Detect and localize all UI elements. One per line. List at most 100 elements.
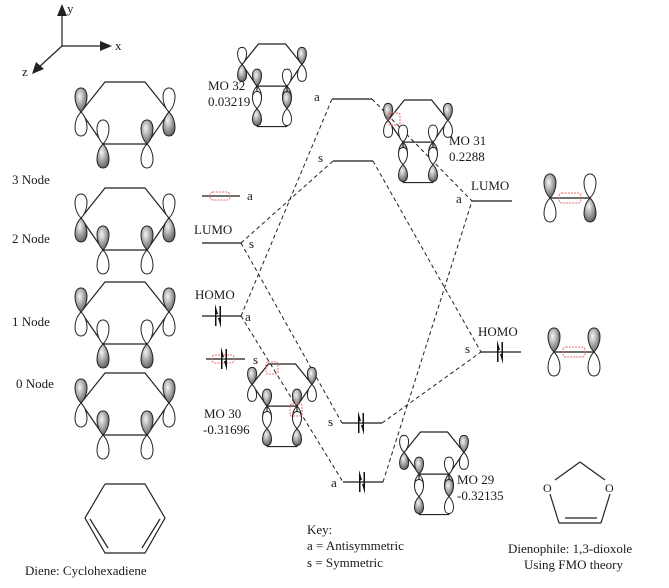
squiggle-marker [289,403,303,417]
p-orbital-icon [162,378,176,428]
dienophile-pi-orbital [547,327,601,377]
p-orbital-icon [262,411,272,447]
p-orbital-icon [247,366,258,402]
p-orbital-icon [74,378,88,428]
complex-level-symmetry: s [318,150,323,165]
p-orbital-icon [296,46,307,82]
p-orbital-icon [458,434,469,470]
z-arrow-icon [32,62,44,74]
key-antisymmetric: a = Antisymmetric [307,538,404,553]
squiggle-marker [209,191,231,201]
p-orbital-icon [74,287,88,337]
complex-level-symmetry: a [314,89,320,104]
p-orbital-icon [237,46,248,82]
y-arrow-icon [57,4,67,16]
dienophile-method-caption: Using FMO theory [524,557,623,572]
p-orbital-icon [292,411,302,447]
p-orbital-icon [306,366,317,402]
y-axis-label: y [67,1,74,16]
z-axis [37,45,63,69]
electron-pair-icon [359,470,365,494]
dienophile-orbital-pictures [543,173,601,377]
z-axis-label: z [22,64,28,79]
oxygen-atom-label: O [605,481,614,495]
node-label-1: 1 Node [12,314,50,329]
node-label-2: 2 Node [12,231,50,246]
mo31-energy: 0.2288 [449,149,485,164]
p-orbital-icon [252,91,262,127]
p-orbital-icon [398,147,408,183]
complex-mo-picture [237,43,307,128]
dienophile-pi-orbital [543,173,597,223]
electron-pair-icon [215,304,221,328]
squiggle-marker [562,346,586,358]
oxygen-atom-label: O [543,481,552,495]
coordinate-axes: y x z [22,1,122,79]
p-orbital-icon [162,87,176,137]
complex-mo-picture [383,99,453,184]
electron-pair-icon [358,411,364,435]
complex-orbital-pictures [237,43,469,516]
dioxole-structure: O O [543,461,614,524]
mo29-energy: -0.32135 [457,488,504,503]
dienophile-levels: LUMO a HOMO s [456,178,521,364]
x-arrow-icon [100,41,112,51]
x-axis-label: x [115,38,122,53]
p-orbital-icon [399,434,410,470]
diene-lumo-label: LUMO [194,222,232,237]
p-orbital-icon [162,287,176,337]
diene-orbital-stack [74,81,176,460]
complex-mo-picture [399,431,469,516]
diene-orbital [237,43,307,104]
diene-level-symmetry: s [249,236,254,251]
double-bond-line [89,518,109,549]
correlation-line [381,351,482,424]
dienophile-level-symmetry: a [456,191,462,206]
mo31-label: MO 31 [449,133,486,148]
p-orbital-icon [383,102,394,138]
complex-level-symmetry: s [328,414,333,429]
key-title: Key: [307,522,332,537]
electron-pair-icon [497,340,503,364]
complex-level-symmetry: a [331,475,337,490]
p-orbital-icon [414,479,424,515]
diene-orbital [74,372,176,460]
diene-orbital [74,81,176,169]
p-orbital-icon [444,479,454,515]
key-symmetric: s = Symmetric [307,555,383,570]
diene-orbital [74,187,176,275]
p-orbital-icon [74,193,88,243]
p-orbital-icon [74,87,88,137]
squiggle-marker [387,112,401,126]
diene-homo-label: HOMO [195,287,235,302]
mo32-label: MO 32 [208,78,245,93]
correlation-line [382,200,473,483]
diene-level-symmetry: s [253,352,258,367]
diene-orbital [74,281,176,369]
diene-level-symmetry: a [245,309,251,324]
diene-orbital [399,431,469,492]
dienophile-lumo-label: LUMO [471,178,509,193]
mo30-label: MO 30 [204,406,241,421]
correlation-line [240,98,333,317]
complex-levels: a s s a [314,89,383,494]
dienophile-homo-label: HOMO [478,324,518,339]
dienophile-caption: Dienophile: 1,3-dioxole [508,541,632,556]
diene-caption: Diene: Cyclohexadiene [25,563,147,578]
node-label-0: 0 Node [16,376,54,391]
mo29-label: MO 29 [457,472,494,487]
p-orbital-icon [162,193,176,243]
diene-orbital [247,363,317,424]
squiggle-marker [558,192,582,204]
diene-levels: a LUMO s HOMO a s [194,188,258,371]
cyclohexadiene-structure [84,483,166,554]
correlation-line [240,315,344,483]
electron-pair-icon [221,347,227,371]
double-bond-line [141,518,161,549]
correlation-line [372,160,482,353]
complex-mo-picture [247,363,317,448]
correlation-line [240,160,334,244]
correlation-lines [240,98,482,483]
mo30-energy: -0.31696 [203,422,250,437]
